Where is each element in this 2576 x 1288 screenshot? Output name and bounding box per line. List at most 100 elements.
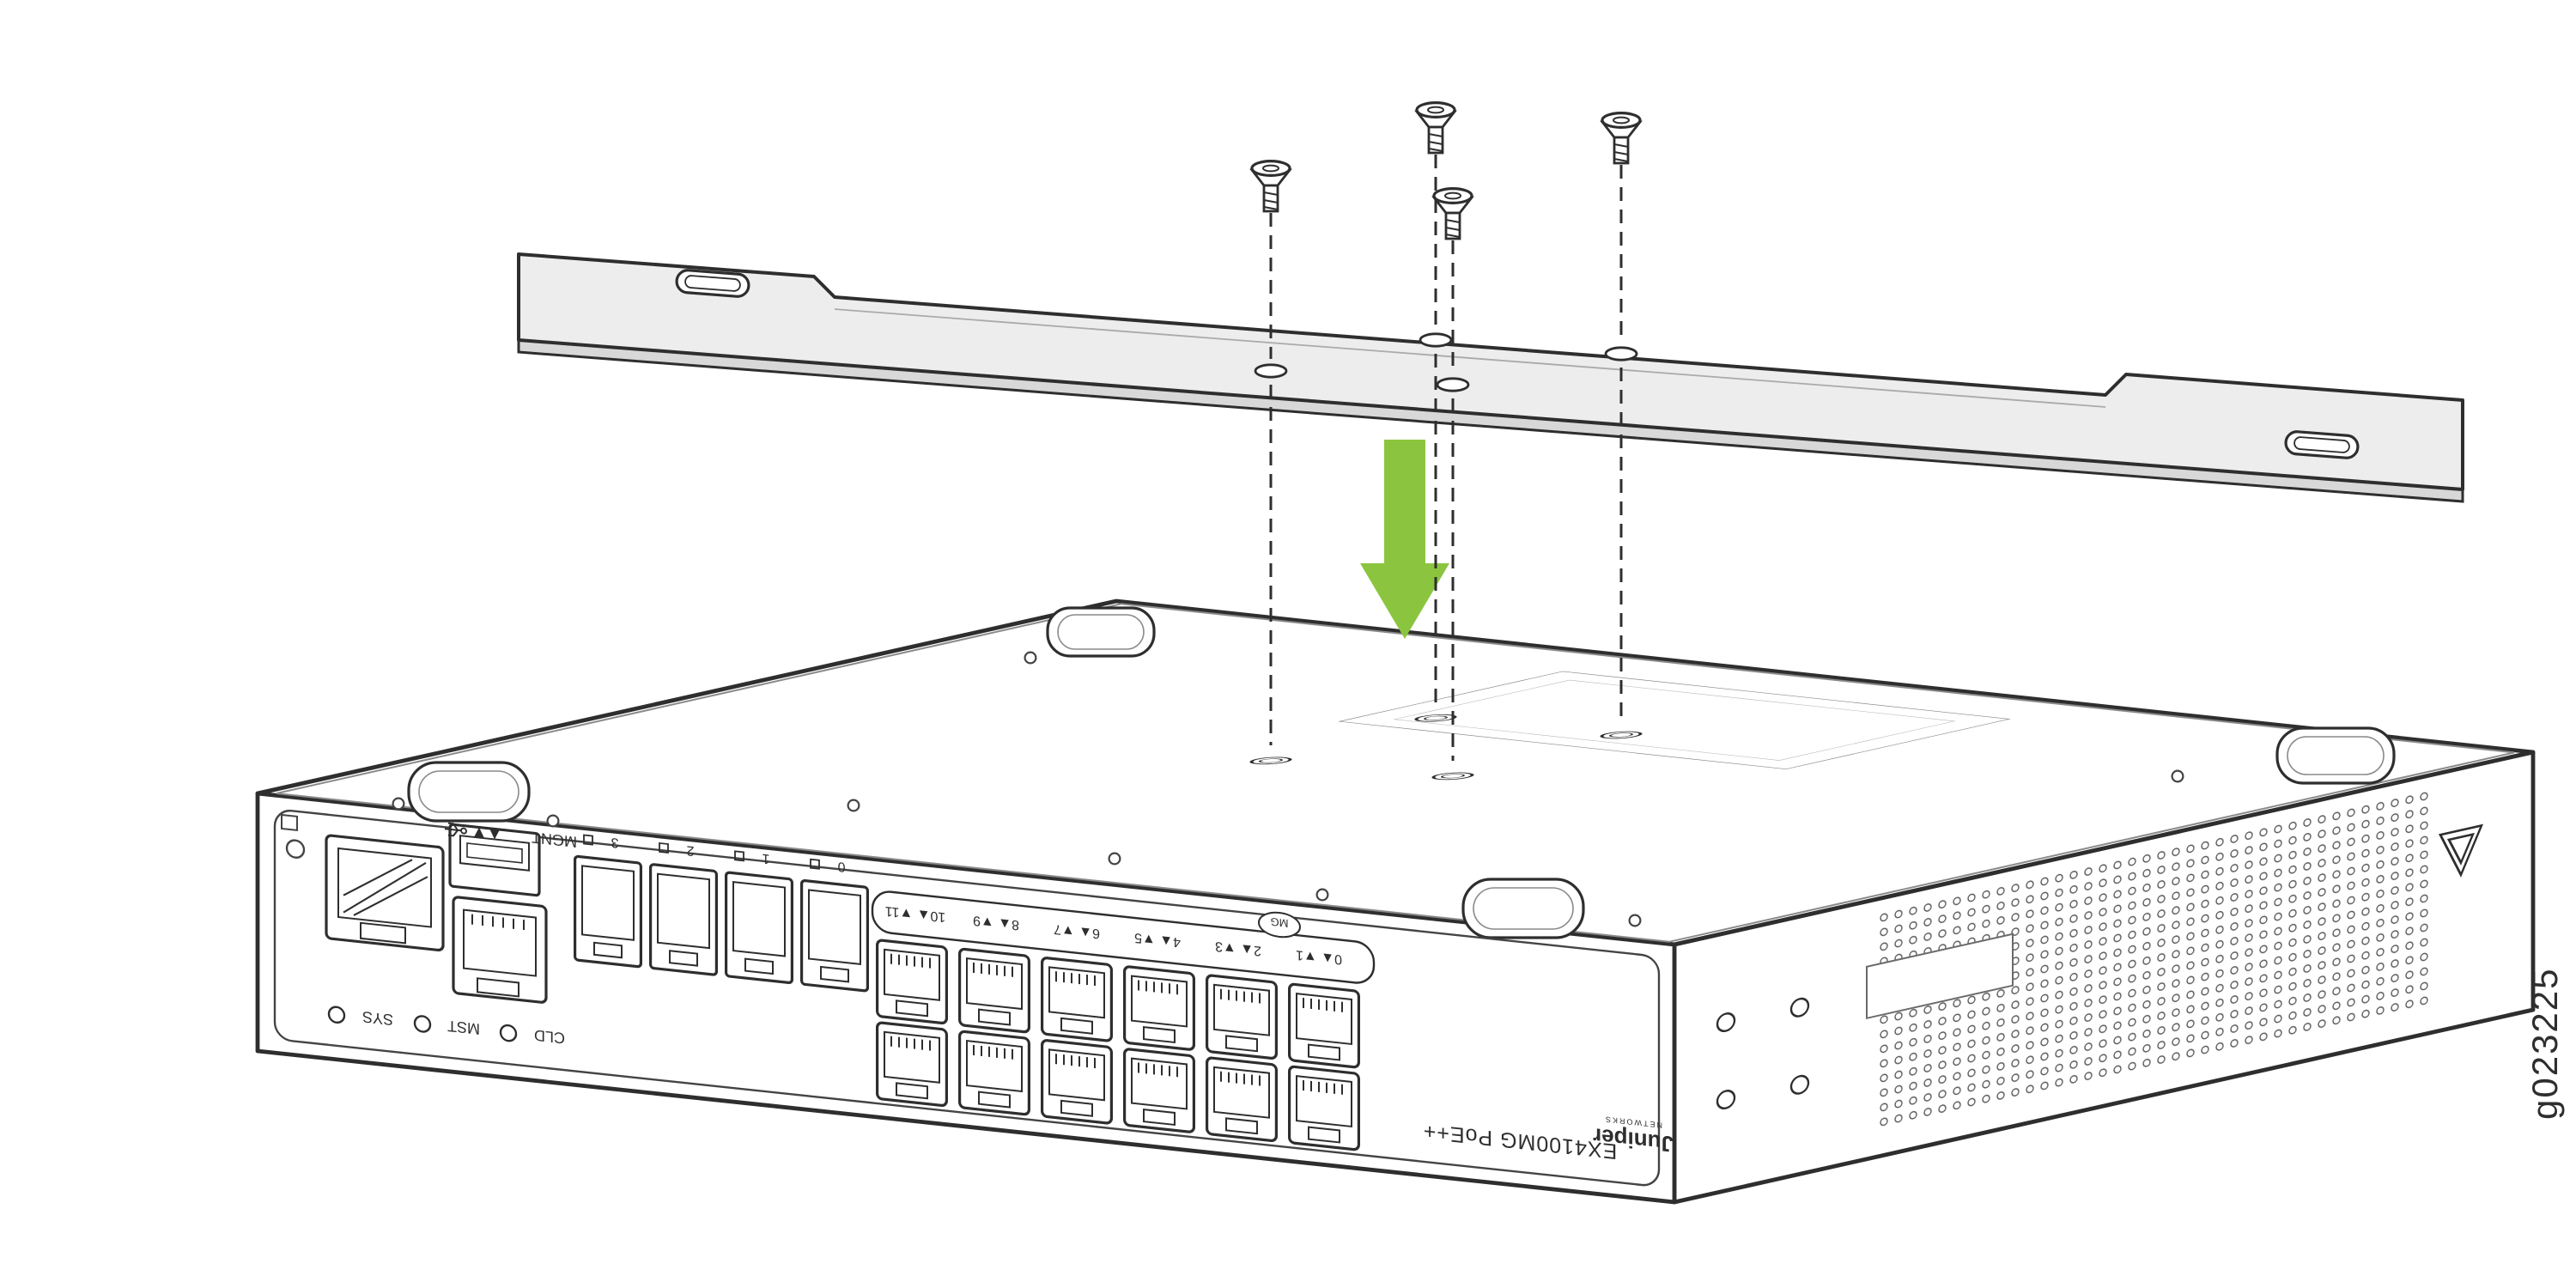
- mounting-screw: [1432, 187, 1473, 240]
- down-arrow: [1360, 440, 1449, 639]
- bracket-slot-right: [2284, 430, 2360, 459]
- mounting-screws: [1250, 100, 1642, 240]
- bottom-cover-outline: [276, 603, 2515, 943]
- screw-hole: [392, 797, 405, 811]
- cover-screw-holes: [392, 651, 2184, 927]
- side-screw-holes: [1716, 997, 1810, 1110]
- bracket-hole: [1419, 332, 1453, 348]
- sfp-label-square: [659, 841, 669, 854]
- side-label-plate: [1866, 933, 2014, 1020]
- chassis-bottom-plane-details: [1249, 671, 2011, 781]
- led-label-cld: CLD: [534, 1026, 565, 1047]
- rj45-port: [1040, 1038, 1114, 1126]
- mounting-bracket: [517, 252, 2464, 503]
- sfp-cage: [648, 862, 719, 977]
- led-mst: [413, 1015, 432, 1033]
- switch-chassis: MGNT: [255, 598, 2536, 1205]
- sfp-cage: [724, 871, 794, 985]
- port-label-strip: 0▲ ▼1 2▲ ▼3 4▲ ▼5 6▲ ▼7 8▲ ▼9 10▲ ▼11 MG: [871, 890, 1376, 984]
- mg-badge-outline: [1258, 911, 1301, 939]
- foot-pocket-inner: [2287, 736, 2385, 775]
- status-leds: SYS MST CLD: [327, 1005, 565, 1047]
- port-pair-label: 0▲ ▼1: [1296, 947, 1342, 968]
- mgmt-label-group: MGNT: [445, 822, 577, 851]
- screw-hole: [1024, 651, 1037, 665]
- led-sys: [327, 1005, 346, 1024]
- foot-pocket-inner: [418, 770, 519, 813]
- screw-hole: [847, 799, 860, 812]
- led-cld: [499, 1024, 518, 1042]
- bracket-hole: [1436, 377, 1470, 392]
- foot-pockets: [407, 606, 2396, 939]
- foot-pocket: [1046, 606, 1156, 658]
- sfp-cage: [799, 878, 870, 993]
- bracket-screw-hole-inner: [1258, 758, 1284, 763]
- port-strip-outline: [871, 890, 1376, 984]
- rj45-port: [875, 938, 949, 1025]
- sfp-label: 3: [611, 835, 618, 851]
- mounting-screw: [1250, 160, 1291, 213]
- screw-hole: [546, 814, 560, 828]
- arrow-head: [1360, 563, 1449, 639]
- mounting-screw: [1415, 100, 1456, 155]
- mounting-screw: [1601, 112, 1642, 165]
- bracket-bend-line: [834, 308, 2106, 408]
- usb-port: [448, 823, 541, 897]
- bracket-plate: [517, 252, 2464, 491]
- foot-pocket: [407, 761, 531, 823]
- rj45-port: [1040, 956, 1114, 1043]
- rj45-port: [957, 1030, 1031, 1116]
- side-panel: [1716, 788, 2484, 1133]
- port-pair-label: 6▲ ▼7: [1054, 921, 1100, 942]
- triangle-up-icon: [489, 828, 500, 840]
- bracket-screw-hole-inner: [1608, 732, 1634, 738]
- port-pair-label: 2▲ ▼3: [1215, 939, 1261, 959]
- screw-hole: [1716, 1012, 1736, 1033]
- led-label-mst: MST: [447, 1018, 480, 1038]
- sfp-label-square: [734, 850, 744, 862]
- bracket-pass-holes: [1254, 332, 1638, 392]
- product-label-area: [1338, 671, 2011, 769]
- console-port: [325, 834, 445, 952]
- bracket-slot-left: [675, 269, 750, 298]
- rj45-port: [1205, 973, 1279, 1060]
- led-label-sys: SYS: [362, 1008, 393, 1029]
- rj45-port: [957, 947, 1031, 1034]
- sfp-cage: [573, 854, 643, 969]
- rj45-port: [1122, 1047, 1196, 1134]
- screw-hole: [1716, 1090, 1736, 1110]
- sfp-cages: 3 2 1 0: [573, 834, 870, 993]
- sfp-label-square: [583, 834, 593, 846]
- rj45-port: [1205, 1055, 1279, 1143]
- screw-hole: [1315, 888, 1329, 902]
- bracket-screw-hole-inner: [1440, 774, 1466, 779]
- alignment-guides: [1269, 155, 1623, 761]
- triangle-down-icon: [474, 827, 484, 839]
- esd-point: [281, 813, 298, 832]
- bracket-hole: [1604, 346, 1638, 361]
- faceplate-outline: [273, 809, 1661, 1187]
- rj45-port: [875, 1020, 949, 1108]
- sfp-label: 2: [686, 842, 694, 859]
- foot-pocket: [1461, 878, 1585, 939]
- product-label-area-inner: [1393, 679, 1956, 761]
- usb-icon: [445, 822, 467, 837]
- vent-grid: [1877, 788, 2430, 1133]
- screw-hole: [1628, 914, 1642, 927]
- rj45-port: [1122, 964, 1196, 1052]
- figure-id-label: g023225: [2524, 967, 2565, 1120]
- rj45-port: [1287, 1065, 1361, 1151]
- screw-hole: [2171, 769, 2184, 783]
- port-pair-label: 4▲ ▼5: [1134, 930, 1181, 951]
- foot-pocket: [2275, 726, 2396, 785]
- sfp-label: 1: [762, 851, 769, 867]
- bracket-hole: [1254, 363, 1288, 379]
- bracket-screw-hole-inner: [1423, 715, 1449, 720]
- triangle-mark-icon: [2438, 823, 2484, 878]
- port-pair-label: 8▲ ▼9: [973, 913, 1019, 933]
- grounding-hole: [285, 839, 306, 859]
- sfp-label: 0: [837, 859, 845, 875]
- rj45-port: [1287, 982, 1361, 1069]
